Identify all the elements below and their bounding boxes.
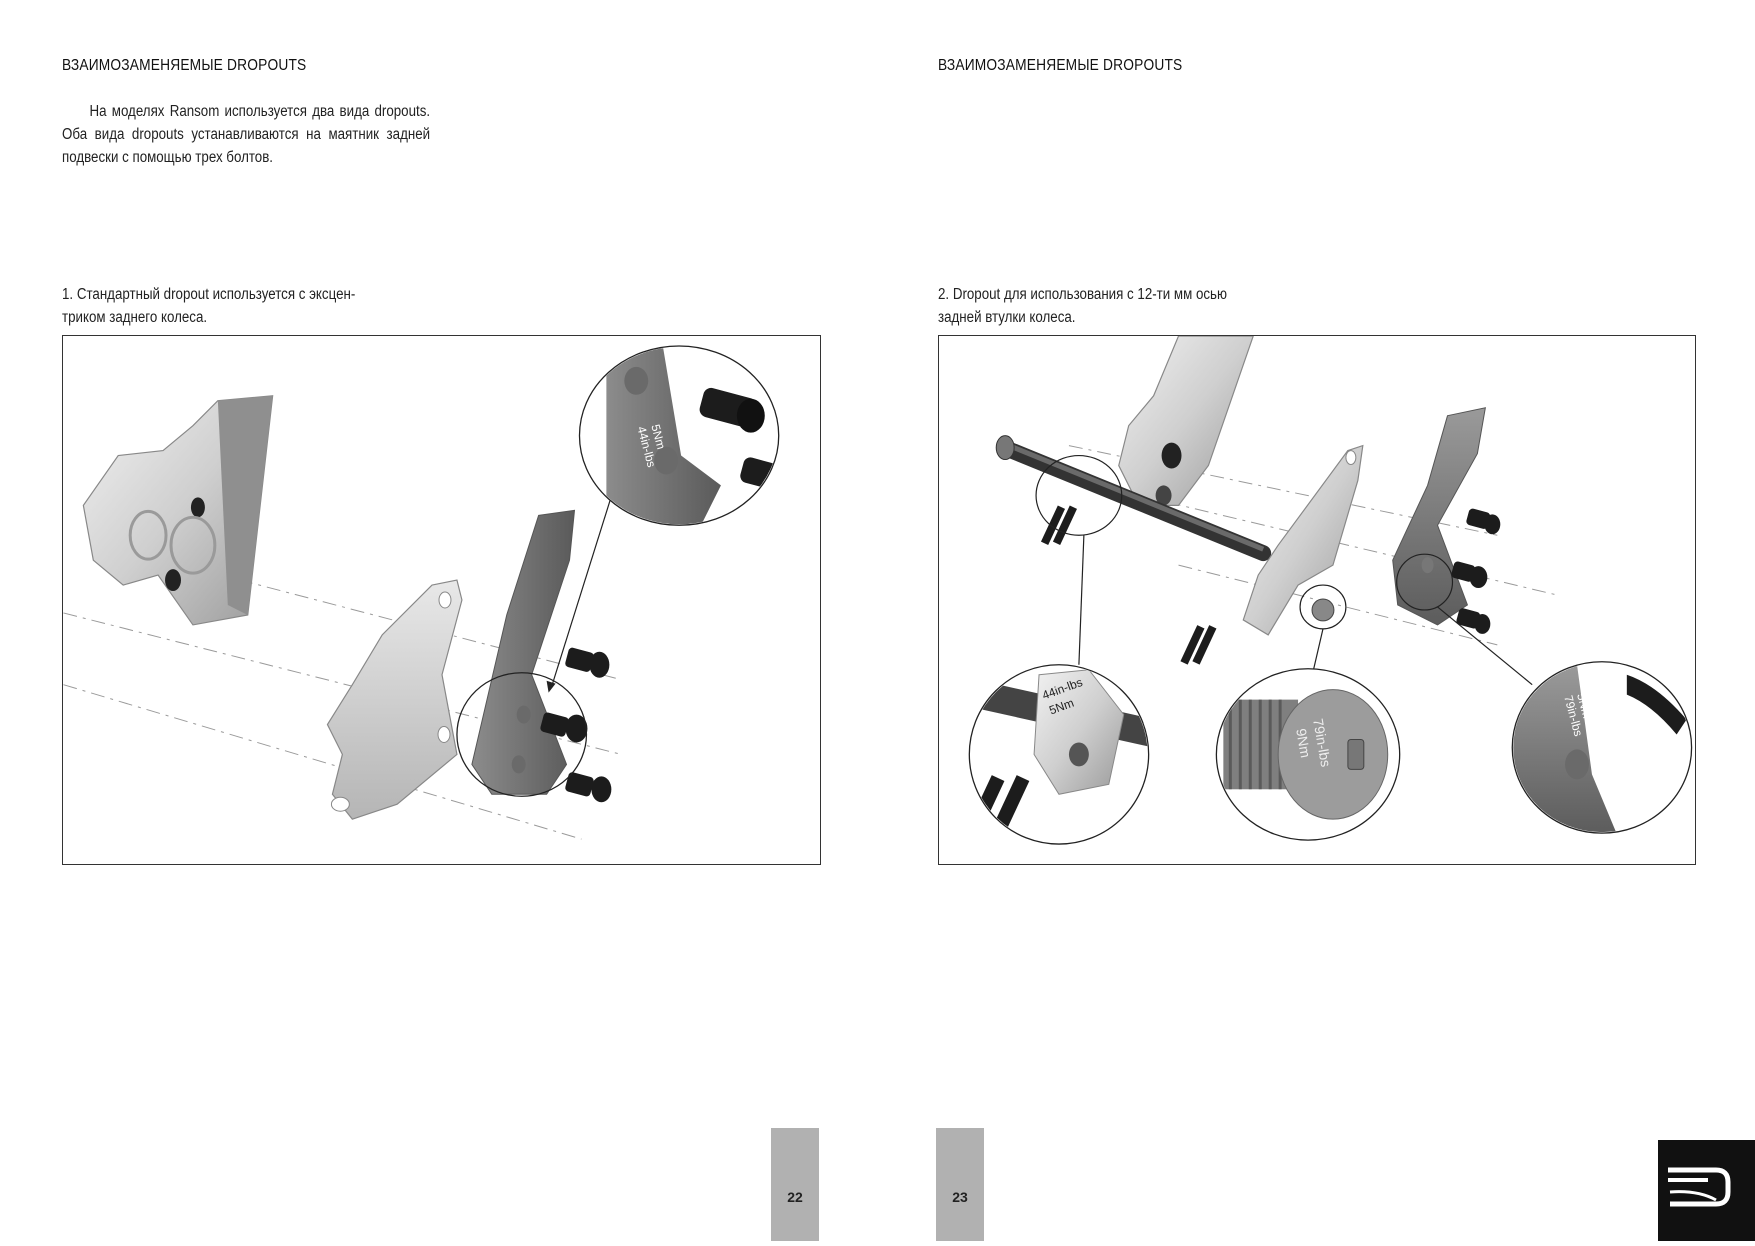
callout-circle [456,672,588,797]
insert-plate [1392,407,1486,626]
callout-circles [1035,454,1533,686]
torque-label: 9Nm [1293,727,1314,759]
right-page: ВЗАИМОЗАМЕНЯЕМЫЕ DROPOUTS 2. Dropout для… [877,0,1755,1241]
torque-label: 5Nm [648,423,668,451]
detail-inset-1: 44in-lbs 5Nm [968,664,1150,845]
bolts [540,647,612,803]
caption-line: 2. Dropout для использования с 12-ти мм … [938,286,1228,303]
12mm-axle [995,435,1272,562]
detail-inset-3: 5Nm 79in-lbs [1511,661,1693,834]
insert-plate [471,509,576,795]
page-heading: ВЗАИМОЗАМЕНЯЕМЫЕ DROPOUTS [938,57,1183,74]
standard-dropout-figure: 5Nm 44in-lbs [62,335,821,865]
figure-caption-1: 1. Стандартный dropout используется с эк… [62,283,432,329]
caption-line: триком заднего колеса. [62,309,208,326]
swingarm-part [1118,336,1254,506]
left-page: ВЗАИМОЗАМЕНЯЕМЫЕ DROPOUTS На моделях Ran… [0,0,877,1241]
page-number: 22 [787,1189,803,1205]
caption-line: 1. Стандартный dropout используется с эк… [62,286,356,303]
torque-label: 5Nm [1574,692,1594,720]
12mm-axle-dropout-illustration: 44in-lbs 5Nm [968,336,1693,845]
12mm-axle-dropout-figure: 44in-lbs 5Nm [938,335,1696,865]
standard-dropout [326,579,463,820]
page-number-tab [936,1128,984,1241]
swingarm-part [82,395,274,626]
page-heading: ВЗАИМОЗАМЕНЯЕМЫЕ DROPOUTS [62,57,307,74]
figure-caption-2: 2. Dropout для использования с 12-ти мм … [938,283,1308,329]
bolts [1040,505,1501,665]
page-number-tab [771,1128,819,1241]
caption-line: задней втулки колеса. [938,309,1076,326]
detail-inset-2: 79in-lbs 9Nm [1215,668,1401,841]
detail-inset: 5Nm 44in-lbs [578,345,780,526]
standard-dropout-illustration: 5Nm 44in-lbs [63,345,780,840]
intro-paragraph: На моделях Ransom используется два вида … [62,103,431,166]
scott-logo-icon [1658,1140,1755,1241]
page-number: 23 [952,1189,968,1205]
axle-dropout [1242,444,1364,636]
